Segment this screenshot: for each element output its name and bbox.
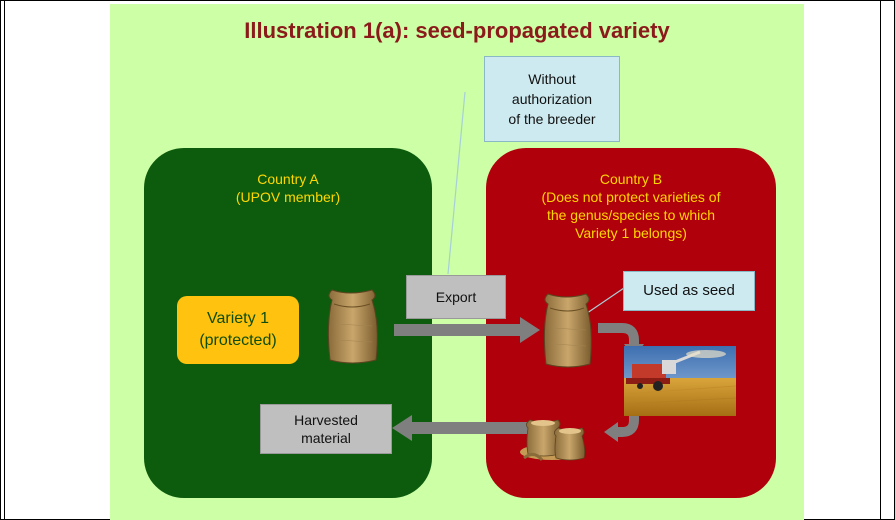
diagram-graphics: [327, 91, 737, 461]
harvested-grain-bags-icon: [520, 419, 586, 461]
used-as-seed-label: Used as seed: [643, 282, 735, 299]
authorization-callout-line3: of the breeder: [508, 111, 596, 127]
seed-sack-icon-country-a: [327, 289, 378, 364]
harvested-label-line2: material: [301, 430, 351, 446]
country-b-note-line2: the genus/species to which: [546, 207, 716, 223]
right-border-line: [880, 0, 881, 520]
authorization-callout-line1: Without: [528, 71, 576, 87]
country-b-name: Country B: [599, 171, 663, 187]
harvest-return-arrow: [392, 415, 530, 441]
country-b-note-line3: Variety 1 belongs): [575, 225, 687, 241]
variety-1-box: Variety 1 (protected): [177, 296, 299, 364]
harvested-material-box: Harvested material: [260, 404, 392, 454]
left-border-line: [4, 0, 5, 520]
export-label-box: Export: [406, 275, 506, 319]
country-b-note-line1: (Does not protect varieties of: [541, 189, 721, 205]
country-a-label: Country A (UPOV member): [144, 170, 432, 206]
harvester-field-image: [623, 346, 737, 416]
variety-1-status: (protected): [199, 332, 277, 349]
harvested-label-line1: Harvested: [294, 412, 358, 428]
country-a-name: Country A: [257, 171, 319, 187]
authorization-callout-pointer: [447, 91, 466, 275]
export-arrow: [394, 317, 540, 343]
used-as-seed-callout: Used as seed: [623, 271, 755, 311]
illustration-slide: Illustration 1(a): seed-propagated varie…: [110, 4, 804, 520]
authorization-callout-line2: authorization: [511, 91, 593, 107]
variety-1-label: Variety 1: [207, 310, 269, 327]
country-a-note: (UPOV member): [235, 189, 341, 205]
harvest-curved-arrow: [604, 404, 639, 442]
authorization-callout: Without authorization of the breeder: [484, 56, 620, 142]
illustration-title: Illustration 1(a): seed-propagated varie…: [244, 18, 670, 43]
export-label: Export: [435, 289, 477, 305]
seed-sack-icon-country-b: [543, 293, 592, 368]
country-b-label: Country B (Does not protect varieties of…: [486, 170, 776, 242]
